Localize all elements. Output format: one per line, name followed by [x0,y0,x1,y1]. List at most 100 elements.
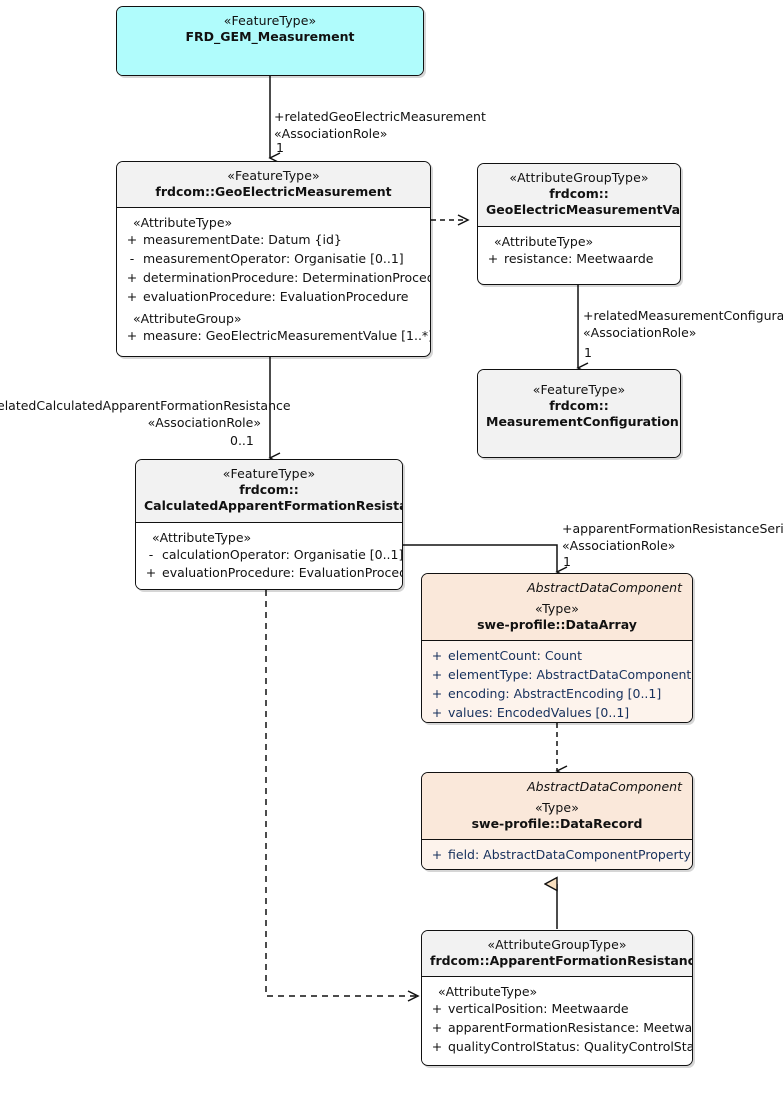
attribute-text: values: EncodedValues [0..1] [448,704,630,720]
class-apparent-formation-resistance-record[interactable]: «AttributeGroupType» frdcom::ApparentFor… [421,930,693,1066]
class-stereotype: «Type» [535,601,579,616]
class-divider [117,207,430,209]
attribute-text: determinationProcedure: DeterminationPro… [143,270,431,285]
class-abstract-supertype: AbstractDataComponent [527,580,682,595]
attribute-visibility: + [431,847,443,863]
class-stereotype: «FeatureType» [223,13,317,28]
attribute-row: + encoding: AbstractEncoding [0..1] [426,685,688,704]
class-name-line2: GeoElectricMeasurementValue [486,202,681,218]
attribute-visibility: + [431,1020,443,1036]
attribute-visibility: + [431,667,443,683]
attribute-text: evaluationProcedure: EvaluationProcedure [143,288,409,304]
attribute-text: resistance: Meetwaarde [504,250,654,266]
attribute-group-label: «AttributeType» [494,233,594,249]
attribute-row: + elementCount: Count [426,647,688,666]
attribute-text: calculationOperator: Organisatie [0..1] [162,546,403,562]
class-stereotype: «FeatureType» [227,168,320,183]
edge-calculated-to-record-dependency [265,590,420,1002]
class-divider [478,225,680,227]
class-swe-dataarray[interactable]: AbstractDataComponent «Type» swe-profile… [421,573,693,723]
attribute-text: measure: GeoElectricMeasurementValue [1.… [143,327,431,343]
attribute-group-label: «AttributeType» [133,215,233,231]
attribute-text: elementCount: Count [448,648,582,664]
class-name-line1: frdcom:: [549,398,609,413]
attribute-row: + measure: GeoElectricMeasurementValue [… [121,327,430,346]
edge-label-related-calculated-apparent-formation-resistance: elatedCalculatedApparentFormationResista… [0,398,291,431]
class-name-line2: MeasurementConfiguration [486,414,679,430]
attribute-text: evaluationProcedure: EvaluationProcedure [162,565,403,581]
attribute-visibility: + [126,327,138,343]
class-name-line1: frdcom:: [239,482,299,497]
class-name-line1: frdcom:: [549,186,609,201]
attribute-visibility: + [431,648,443,664]
class-swe-datarecord[interactable]: AbstractDataComponent «Type» swe-profile… [421,772,693,870]
class-header: «FeatureType» frdcom:: MeasurementConfig… [478,370,680,457]
class-divider [422,976,692,978]
class-header: AbstractDataComponent «Type» swe-profile… [422,773,692,840]
attribute-visibility: + [126,288,138,304]
class-name: frdcom::ApparentFormationResistanceRecor… [430,953,692,968]
attribute-text: measurementDate: Datum {id} [143,232,342,248]
attribute-row: + resistance: Meetwaarde [482,250,676,269]
class-header: «FeatureType» frdcom::GeoElectricMeasure… [117,162,430,208]
edge-label-related-measurement-configuration: +relatedMeasurementConfiguration «Associ… [583,308,783,341]
attribute-row: + values: EncodedValues [0..1] [426,704,688,722]
attribute-text: measurementOperator: Organisatie [0..1] [143,251,404,267]
attribute-row: + measurementDate: Datum {id} [121,231,426,250]
class-frd-gem-measurement[interactable]: «FeatureType» FRD_GEM_Measurement [116,6,424,76]
edge-role-label: +relatedMeasurementConfiguration [583,308,783,323]
class-stereotype: «FeatureType» [222,466,316,481]
attribute-row: + evaluationProcedure: EvaluationProcedu… [140,564,402,583]
class-name: FRD_GEM_Measurement [185,29,355,44]
class-header: «FeatureType» FRD_GEM_Measurement [117,7,423,75]
attribute-visibility: + [431,704,443,720]
attribute-visibility: + [431,1039,443,1054]
attribute-visibility: + [431,686,443,701]
class-header: «FeatureType» frdcom:: CalculatedApparen… [136,460,402,522]
class-name: swe-profile::DataRecord [471,816,643,831]
attribute-group-label: «AttributeType» [152,529,252,545]
attribute-text: qualityControlStatus: QualityControlStat… [448,1039,693,1054]
class-attributes: + elementCount: Count + elementType: Abs… [422,641,692,722]
edge-role-label: +relatedGeoElectricMeasurement [274,109,486,124]
attribute-visibility: + [126,270,138,285]
attribute-visibility: + [487,250,499,266]
edge-stereotype-label: «AssociationRole» [274,125,388,141]
class-divider [422,640,692,642]
class-stereotype: «AttributeGroupType» [509,170,649,185]
edge-label-apparent-formation-resistance-series: +apparentFormationResistanceSeries «Asso… [562,521,783,554]
class-stereotype: «AttributeGroupType» [487,937,627,952]
attribute-visibility: + [126,232,138,248]
class-measurement-configuration[interactable]: «FeatureType» frdcom:: MeasurementConfig… [477,369,681,458]
attribute-visibility: - [148,546,154,562]
attribute-row: + determinationProcedure: DeterminationP… [121,269,430,288]
attribute-row: - measurementOperator: Organisatie [0..1… [121,250,426,269]
edge-multiplicity-related-measurement-configuration: 1 [584,345,592,360]
attribute-text: encoding: AbstractEncoding [0..1] [448,686,662,701]
attribute-row: + elementType: AbstractDataComponent [426,666,692,685]
class-calculated-apparent-formation-resistance[interactable]: «FeatureType» frdcom:: CalculatedApparen… [135,459,403,590]
attribute-row: + verticalPosition: Meetwaarde [426,1000,688,1019]
attribute-row: + qualityControlStatus: QualityControlSt… [426,1038,692,1057]
edge-role-label: elatedCalculatedApparentFormationResista… [0,398,291,413]
attribute-visibility: - [129,251,135,267]
attribute-group-label: «AttributeType» [438,984,538,1000]
class-name-line2: CalculatedApparentFormationResistance [144,498,402,514]
attribute-row: - calculationOperator: Organisatie [0..1… [140,546,402,565]
edge-multiplicity-related-calculated-apparent-formation-resistance: 0..1 [230,433,254,448]
edge-role-label: +apparentFormationResistanceSeries [562,521,783,536]
attribute-visibility: + [431,1001,443,1017]
attribute-group-label: «AttributeGroup» [133,310,242,326]
attribute-row: + field: AbstractDataComponentProperty [… [426,846,692,865]
class-geoelectric-measurement-value[interactable]: «AttributeGroupType» frdcom:: GeoElectri… [477,163,681,285]
class-attributes: «AttributeType» - calculationOperator: O… [136,522,402,589]
class-stereotype: «FeatureType» [532,382,626,397]
edge-stereotype-label: «AssociationRole» [147,414,261,430]
class-name: swe-profile::DataArray [477,617,637,632]
attribute-text: verticalPosition: Meetwaarde [448,1001,629,1017]
class-header: «AttributeGroupType» frdcom::ApparentFor… [422,931,692,977]
edge-multiplicity-related-geoelectric-measurement: 1 [276,140,284,155]
class-geoelectric-measurement[interactable]: «FeatureType» frdcom::GeoElectricMeasure… [116,161,431,357]
edge-apparent-formation-resistance-series [403,544,568,578]
